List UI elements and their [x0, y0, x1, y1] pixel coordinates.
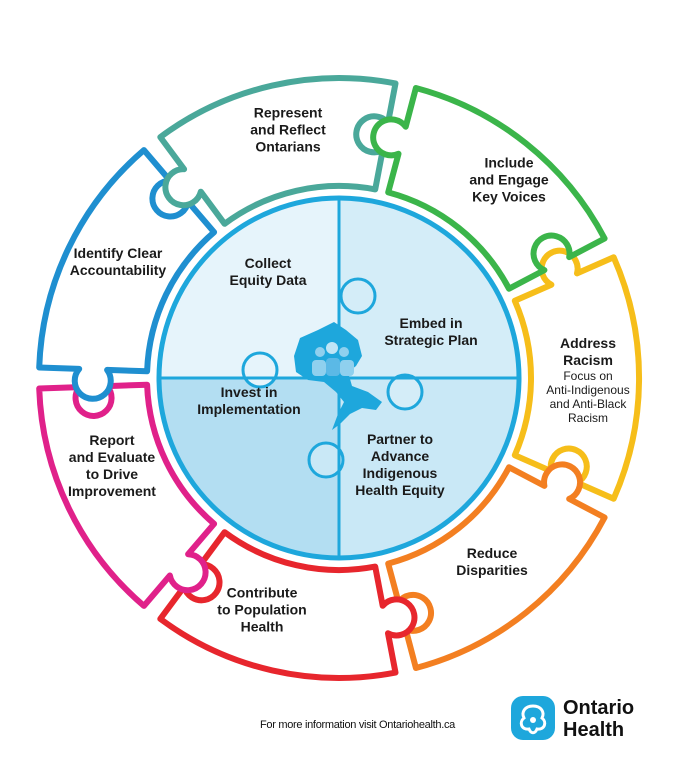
footer-info-text: For more information visit Ontariohealth…: [260, 719, 455, 731]
outer-puzzle-piece: [370, 85, 608, 292]
inner-puzzle-piece: [159, 378, 339, 558]
ontario-health-logo: Ontario Health: [563, 697, 635, 741]
puzzle-knob: [307, 441, 345, 479]
trillium-icon: [511, 696, 555, 740]
puzzle-knob: [241, 351, 279, 389]
inner-puzzle-piece: [159, 198, 339, 378]
puzzle-knob: [339, 277, 377, 315]
ontario-map-people-icon: [294, 322, 382, 430]
puzzle-knob: [386, 373, 424, 411]
inner-puzzle-piece: [339, 378, 519, 558]
inner-puzzle-piece: [339, 198, 519, 378]
inner-circle-border: [156, 195, 522, 561]
